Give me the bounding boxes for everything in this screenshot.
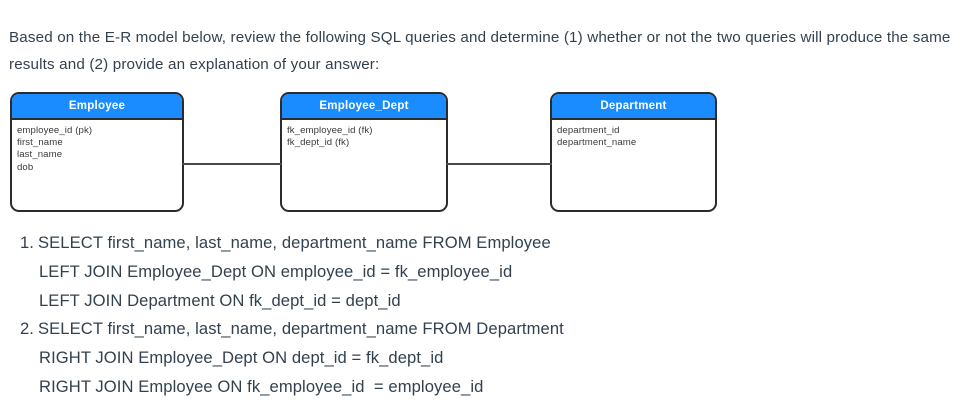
entity-box-employee-dept: Employee_Dept fk_employee_id (fk) fk_dep…	[280, 92, 448, 212]
entity-title-employee: Employee	[12, 94, 182, 120]
relationship-line-employee-dept-to-department	[446, 163, 552, 165]
entity-attributes-employee: employee_id (pk) first_name last_name do…	[12, 120, 182, 174]
question-prompt: Based on the E-R model below, review the…	[9, 29, 951, 74]
entity-title-employee-dept: Employee_Dept	[282, 94, 446, 120]
entity-attributes-employee-dept: fk_employee_id (fk) fk_dept_id (fk)	[282, 120, 446, 149]
attribute: department_id	[557, 125, 620, 136]
attribute: first_name	[17, 137, 63, 149]
attribute: last_name	[17, 149, 63, 161]
attribute: employee_id (pk)	[17, 125, 93, 136]
attribute: department_name	[557, 137, 637, 149]
list-marker: 1.	[19, 233, 34, 252]
query-line: RIGHT JOIN Employee_Dept ON dept_id = fk…	[39, 348, 444, 368]
list-item: 1. SELECT first_name, last_name, departm…	[14, 229, 814, 315]
list-item: 2. SELECT first_name, last_name, departm…	[14, 315, 814, 401]
query-line: SELECT first_name, last_name, department…	[38, 319, 564, 339]
attribute: dob	[17, 161, 34, 173]
entity-title-department: Department	[552, 94, 715, 120]
query-line: LEFT JOIN Employee_Dept ON employee_id =…	[39, 261, 513, 281]
list-marker: 2.	[19, 319, 34, 339]
relationship-line-employee-to-employee-dept	[182, 163, 282, 165]
entity-attributes-department: department_id department_name	[552, 120, 715, 149]
sql-query-list: 1. SELECT first_name, last_name, departm…	[14, 229, 814, 402]
entity-box-department: Department department_id department_name	[550, 92, 717, 212]
query-line: LEFT JOIN Department ON fk_dept_id = dep…	[39, 290, 401, 310]
entity-box-employee: Employee employee_id (pk) first_name las…	[10, 92, 184, 212]
attribute: fk_dept_id (fk)	[287, 137, 350, 149]
query-line: RIGHT JOIN Employee ON fk_employee_id = …	[39, 376, 484, 396]
attribute: fk_employee_id (fk)	[287, 125, 373, 136]
query-line: SELECT first_name, last_name, department…	[38, 233, 551, 252]
